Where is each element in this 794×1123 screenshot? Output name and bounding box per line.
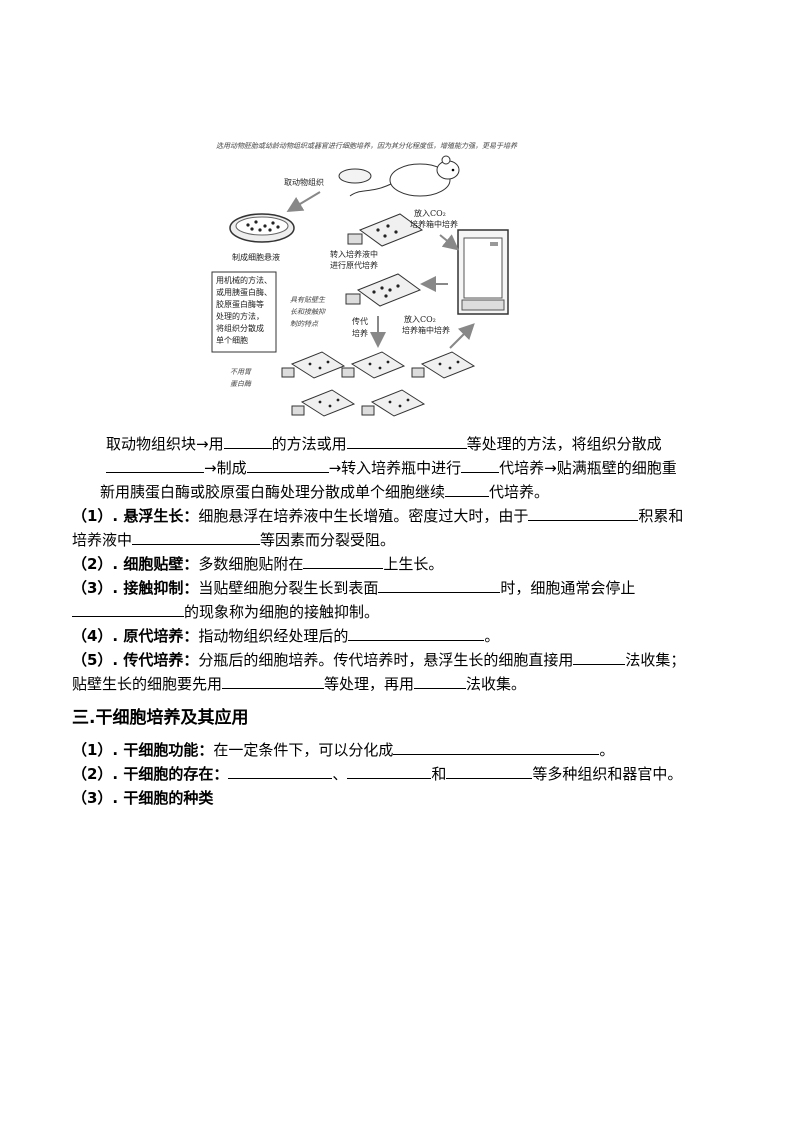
blank-3[interactable] [106, 457, 204, 473]
blank-19[interactable] [446, 763, 533, 779]
cell-suspension-dish-icon [229, 213, 295, 243]
label-adherent-1: 具有贴壁生 [290, 296, 326, 304]
label-cell-suspension: 制成细胞悬液 [232, 252, 280, 262]
petri-dish-icon [338, 168, 372, 184]
intro-line-3: 新用胰蛋白酶或胶原蛋白酶处理分散成单个细胞继续代培养。 [100, 481, 550, 501]
blank-4[interactable] [246, 457, 329, 473]
intro-line-2: →制成→转入培养瓶中进行代培养→贴满瓶壁的细胞重 [106, 457, 677, 479]
label-primary-2: 进行原代培养 [330, 260, 378, 270]
label-no-pepsin-1: 不用胃 [230, 368, 252, 376]
label-box-6: 单个细胞 [216, 335, 248, 345]
blank-16[interactable] [393, 739, 600, 755]
item-3-line-2: 的现象称为细胞的接触抑制。 [72, 601, 379, 623]
label-co2-top-2: 培养箱中培养 [410, 219, 458, 229]
blank-13[interactable] [573, 649, 626, 665]
label-box-3: 胶原蛋白酶等 [216, 299, 264, 309]
label-adherent-3: 制的特点 [290, 320, 319, 328]
flask-adherent-icon [345, 273, 422, 307]
label-adherent-2: 长和接触抑 [290, 308, 326, 316]
blank-2[interactable] [346, 433, 467, 449]
section-3-item-1: （1）. 干细胞功能：在一定条件下，可以分化成。 [72, 739, 615, 759]
blank-8[interactable] [132, 529, 261, 545]
blank-5[interactable] [461, 457, 500, 473]
intro-line-1: 取动物组织块→用的方法或用等处理的方法，将组织分散成 [106, 433, 662, 453]
label-passage-2: 培养 [352, 328, 368, 338]
blank-6[interactable] [445, 481, 490, 497]
label-co2-bottom-1: 放入CO₂ [404, 314, 436, 324]
label-co2-top-1: 放入CO₂ [414, 208, 446, 218]
label-primary-1: 转入培养液中 [330, 249, 378, 259]
blank-11[interactable] [72, 601, 184, 617]
blank-1[interactable] [223, 433, 272, 449]
flask-primary-icon [347, 213, 424, 247]
incubator-icon [457, 229, 509, 315]
label-box-4: 处理的方法， [216, 311, 264, 321]
item-1-line-2: 培养液中等因素而分裂受阻。 [72, 529, 396, 549]
dissociation-box [211, 271, 277, 353]
label-passage-1: 传代 [352, 316, 368, 326]
blank-7[interactable] [528, 505, 639, 521]
item-1-line-1: （1）. 悬浮生长：细胞悬浮在培养液中生长增殖。密度过大时，由于积累和 [72, 505, 684, 525]
mouse-icon [349, 155, 460, 197]
blank-9[interactable] [303, 553, 384, 569]
note-top: 选用动物胚胎或幼龄动物组织或器官进行细胞培养，因为其分化程度低，增殖能力强，更易… [216, 142, 518, 150]
section-3-title: 三.干细胞培养及其应用 [72, 708, 249, 728]
blank-18[interactable] [347, 763, 432, 779]
item-2-line: （2）. 细胞贴壁：多数细胞贴附在上生长。 [72, 553, 444, 573]
label-co2-bottom-2: 培养箱中培养 [402, 325, 450, 335]
item-3-line-1: （3）. 接触抑制：当贴壁细胞分裂生长到表面时，细胞通常会停止 [72, 577, 636, 597]
cell-culture-diagram: 选用动物胚胎或幼龄动物组织或器官进行细胞培养，因为其分化程度低，增殖能力强，更易… [211, 142, 518, 417]
label-box-1: 用机械的方法、 [216, 275, 272, 285]
flask-passage-group [281, 351, 476, 417]
blank-17[interactable] [228, 763, 333, 779]
blank-15[interactable] [414, 673, 467, 689]
label-take-tissue: 取动物组织 [284, 177, 324, 187]
blank-14[interactable] [222, 673, 325, 689]
item-5-line-2: 贴壁生长的细胞要先用等处理，再用法收集。 [72, 673, 527, 693]
label-no-pepsin-2: 蛋白酶 [230, 380, 252, 388]
blank-10[interactable] [378, 577, 501, 593]
blank-12[interactable] [348, 625, 485, 641]
item-4-line: （4）. 原代培养：指动物组织经处理后的。 [72, 625, 500, 645]
label-box-2: 或用胰蛋白酶、 [216, 287, 272, 297]
item-5-line-1: （5）. 传代培养：分瓶后的细胞培养。传代培养时，悬浮生长的细胞直接用法收集； [72, 649, 686, 669]
section-3-item-2: （2）. 干细胞的存在：、和等多种组织和器官中。 [72, 763, 683, 783]
label-box-5: 将组织分散成 [216, 323, 264, 333]
section-3-item-3: （3）. 干细胞的种类 [72, 789, 214, 807]
